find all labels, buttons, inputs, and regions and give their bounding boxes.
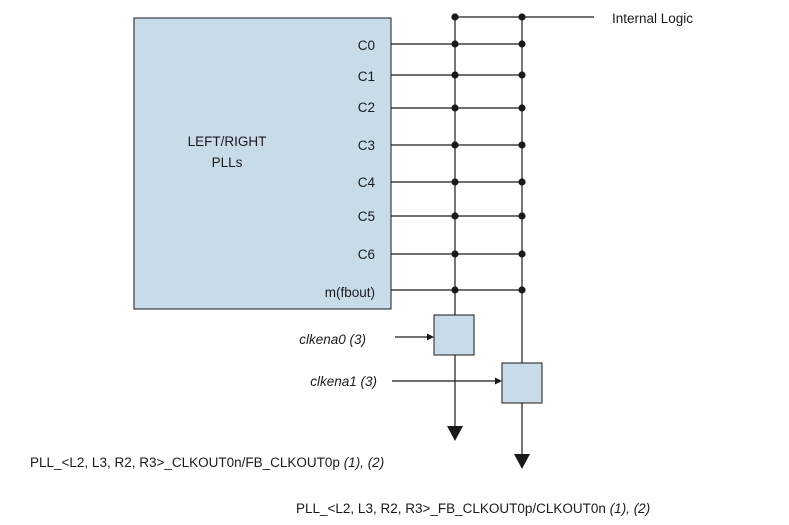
output-label-c4: C4 [358,175,376,190]
pll-block-label-line2: PLLs [212,155,243,170]
junction-dot [518,13,526,21]
junction-dot [451,286,459,294]
output-label-c2: C2 [358,100,375,115]
clkout0-arrow [447,426,463,441]
output-label-c1: C1 [358,69,375,84]
junction-dot [451,141,459,149]
junction-dot [518,286,526,294]
junction-dot [451,104,459,112]
output-label-mfbout: m(fbout) [325,285,375,300]
junction-dot [518,141,526,149]
clkout1-arrow [514,454,530,469]
pll-block [133,17,392,310]
junction-dot [518,40,526,48]
output-label-c6: C6 [358,247,375,262]
junction-dot [451,40,459,48]
clkena1-arrow [495,377,502,385]
junction-dot [518,250,526,258]
output-label-c0: C0 [358,38,375,53]
pin1-label: PLL_<L2, L3, R2, R3>_FB_CLKOUT0p/CLKOUT0… [296,501,650,516]
pin1-name: PLL_<L2, L3, R2, R3>_FB_CLKOUT0p/CLKOUT0… [296,501,606,516]
clkena0-buffer [433,314,475,356]
junction-dot [518,178,526,186]
junction-dots [451,13,526,294]
junction-dot [451,13,459,21]
pin0-notes: (1), (2) [344,455,385,470]
junction-dot [451,71,459,79]
junction-dot [518,212,526,220]
junction-dot [451,250,459,258]
clkena1-label: clkena1 (3) [310,374,377,389]
pin1-notes: (1), (2) [610,501,651,516]
pin0-name: PLL_<L2, L3, R2, R3>_CLKOUT0n/FB_CLKOUT0… [30,455,340,470]
clkena0-label: clkena0 (3) [299,332,366,347]
output-label-c3: C3 [358,138,375,153]
junction-dot [518,71,526,79]
junction-dot [451,212,459,220]
internal-logic-label: Internal Logic [612,11,693,26]
junction-dot [518,104,526,112]
output-label-c5: C5 [358,209,375,224]
clkena0-arrow [427,333,434,341]
pll-block-label-line1: LEFT/RIGHT [188,134,267,149]
pin0-label: PLL_<L2, L3, R2, R3>_CLKOUT0n/FB_CLKOUT0… [30,455,384,470]
clkena1-buffer [501,362,543,404]
junction-dot [451,178,459,186]
